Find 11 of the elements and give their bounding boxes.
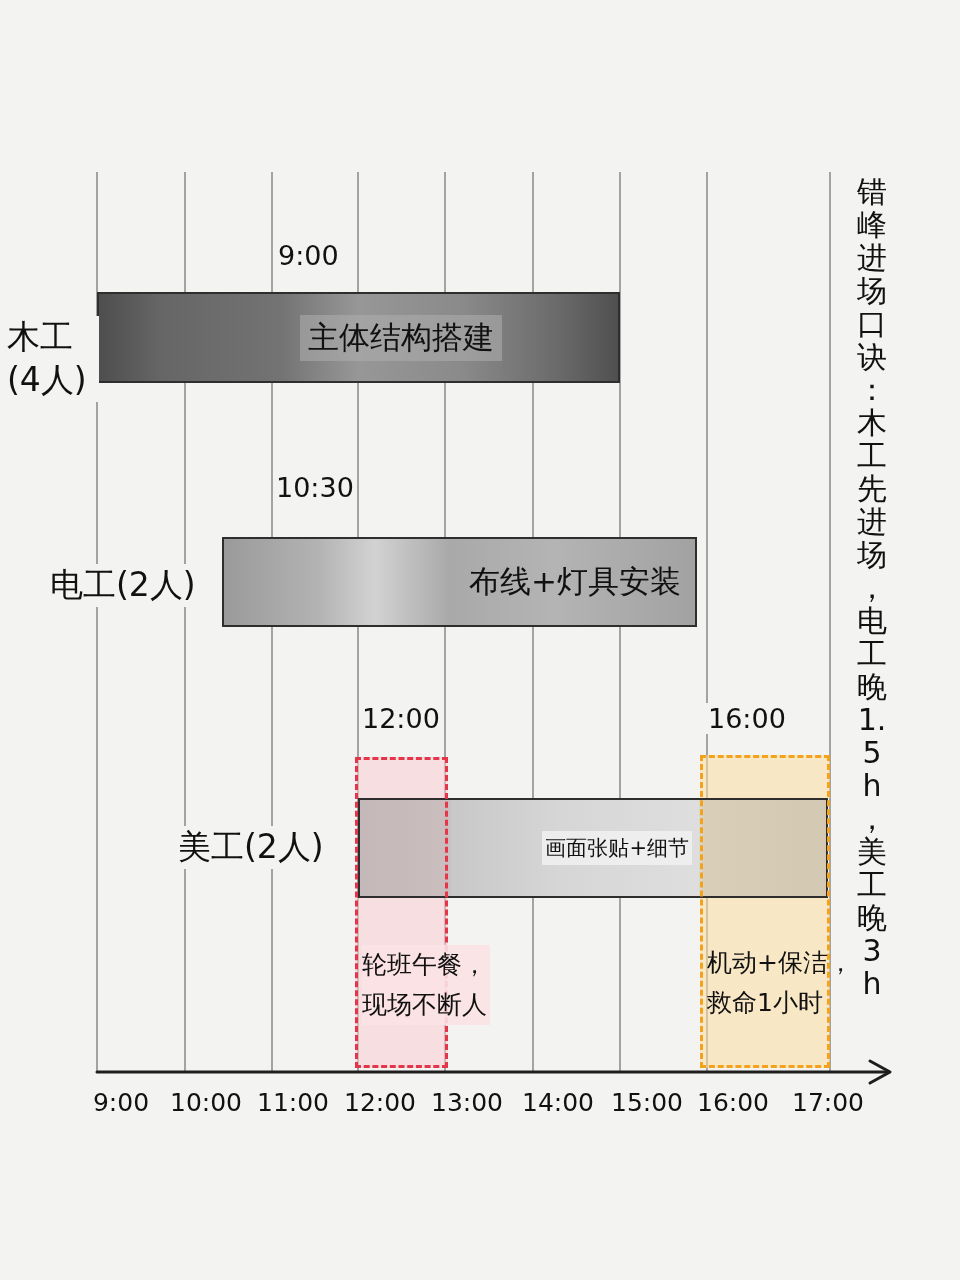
start-time-label: 16:00 — [706, 703, 788, 734]
row-label: 木工(4人) — [5, 316, 99, 402]
task-label: 画面张贴+细节 — [542, 831, 692, 865]
task-label: 布线+灯具安装 — [468, 562, 682, 601]
task-label: 主体结构搭建 — [299, 314, 502, 361]
task-bar — [97, 292, 620, 383]
task-bar — [222, 537, 697, 627]
block-note: 机动+保洁，救命1小时 — [707, 947, 854, 1019]
block-note: 轮班午餐，现场不断人 — [362, 945, 490, 1025]
task-bar — [358, 798, 828, 898]
vertical-note: 错峰进场口诀：木工先进场，电工晚1.5h，美工晚3h — [857, 175, 887, 1000]
